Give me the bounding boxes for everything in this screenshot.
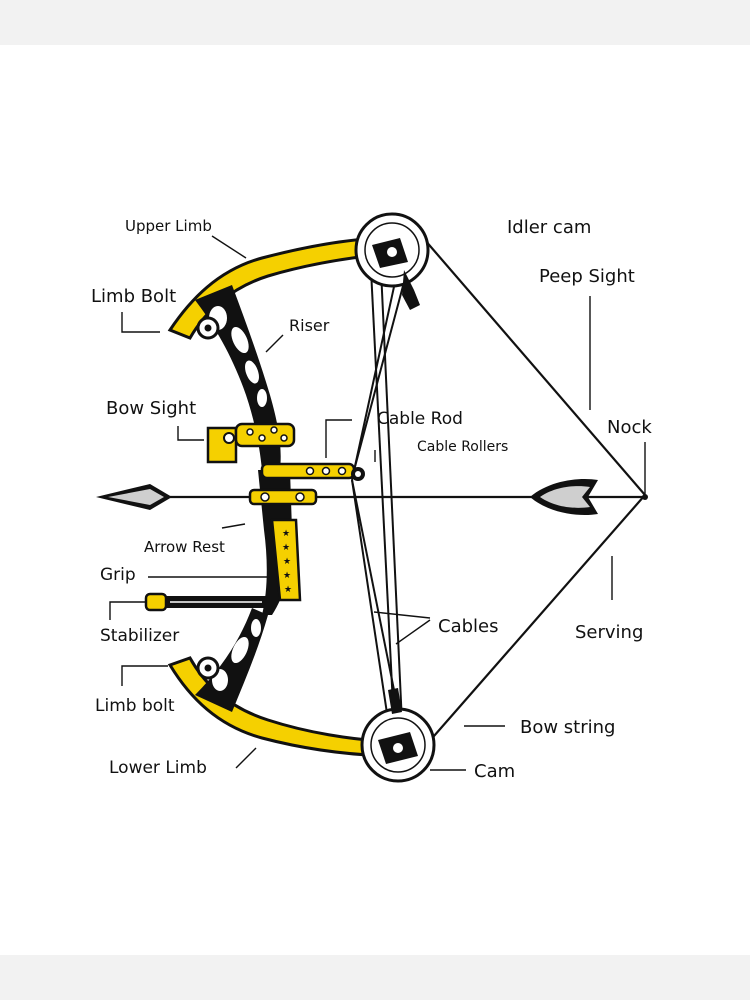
label-bow-string: Bow string: [520, 717, 615, 738]
stabilizer: [144, 592, 266, 612]
limb-bolt-upper: [196, 316, 220, 340]
label-limb-bolt-lower: Limb bolt: [95, 696, 175, 716]
label-serving: Serving: [575, 622, 643, 643]
idler-cam-wheel-icon: [354, 212, 430, 310]
svg-text:★: ★: [283, 557, 291, 567]
svg-text:★: ★: [283, 571, 291, 581]
label-cable-rod: Cable Rod: [377, 409, 463, 429]
leader-lines: [109, 235, 646, 771]
limb-bolt-lower: [196, 656, 220, 680]
label-peep-sight: Peep Sight: [539, 266, 635, 287]
label-bow-sight: Bow Sight: [106, 398, 196, 419]
label-upper-limb: Upper Limb: [125, 217, 212, 235]
label-cable-rollers: Cable Rollers: [417, 439, 508, 455]
label-riser: Riser: [289, 316, 330, 335]
cam-wheel-icon: [360, 688, 436, 783]
label-lower-limb: Lower Limb: [109, 758, 207, 778]
labels: Upper Limb Limb Bolt Riser Bow Sight Cab…: [91, 217, 652, 782]
svg-text:★: ★: [282, 529, 290, 539]
bow-string: [417, 231, 646, 753]
label-grip: Grip: [100, 565, 136, 585]
cable-rod: [260, 462, 365, 481]
label-limb-bolt-upper: Limb Bolt: [91, 286, 176, 307]
arrowhead-icon: [96, 484, 172, 510]
arrow: [96, 478, 648, 516]
svg-text:★: ★: [282, 543, 290, 553]
label-cables: Cables: [438, 616, 498, 637]
fletching-icon: [530, 478, 598, 516]
arrow-rest: [248, 488, 318, 506]
bow-sight: [206, 422, 296, 464]
grip: ★ ★ ★ ★ ★: [270, 518, 302, 602]
label-idler-cam: Idler cam: [507, 217, 591, 238]
nock-point: [642, 494, 648, 500]
svg-text:★: ★: [284, 585, 292, 595]
label-nock: Nock: [607, 417, 652, 438]
label-stabilizer: Stabilizer: [100, 626, 179, 646]
label-cam: Cam: [474, 761, 515, 782]
label-arrow-rest: Arrow Rest: [144, 538, 225, 556]
